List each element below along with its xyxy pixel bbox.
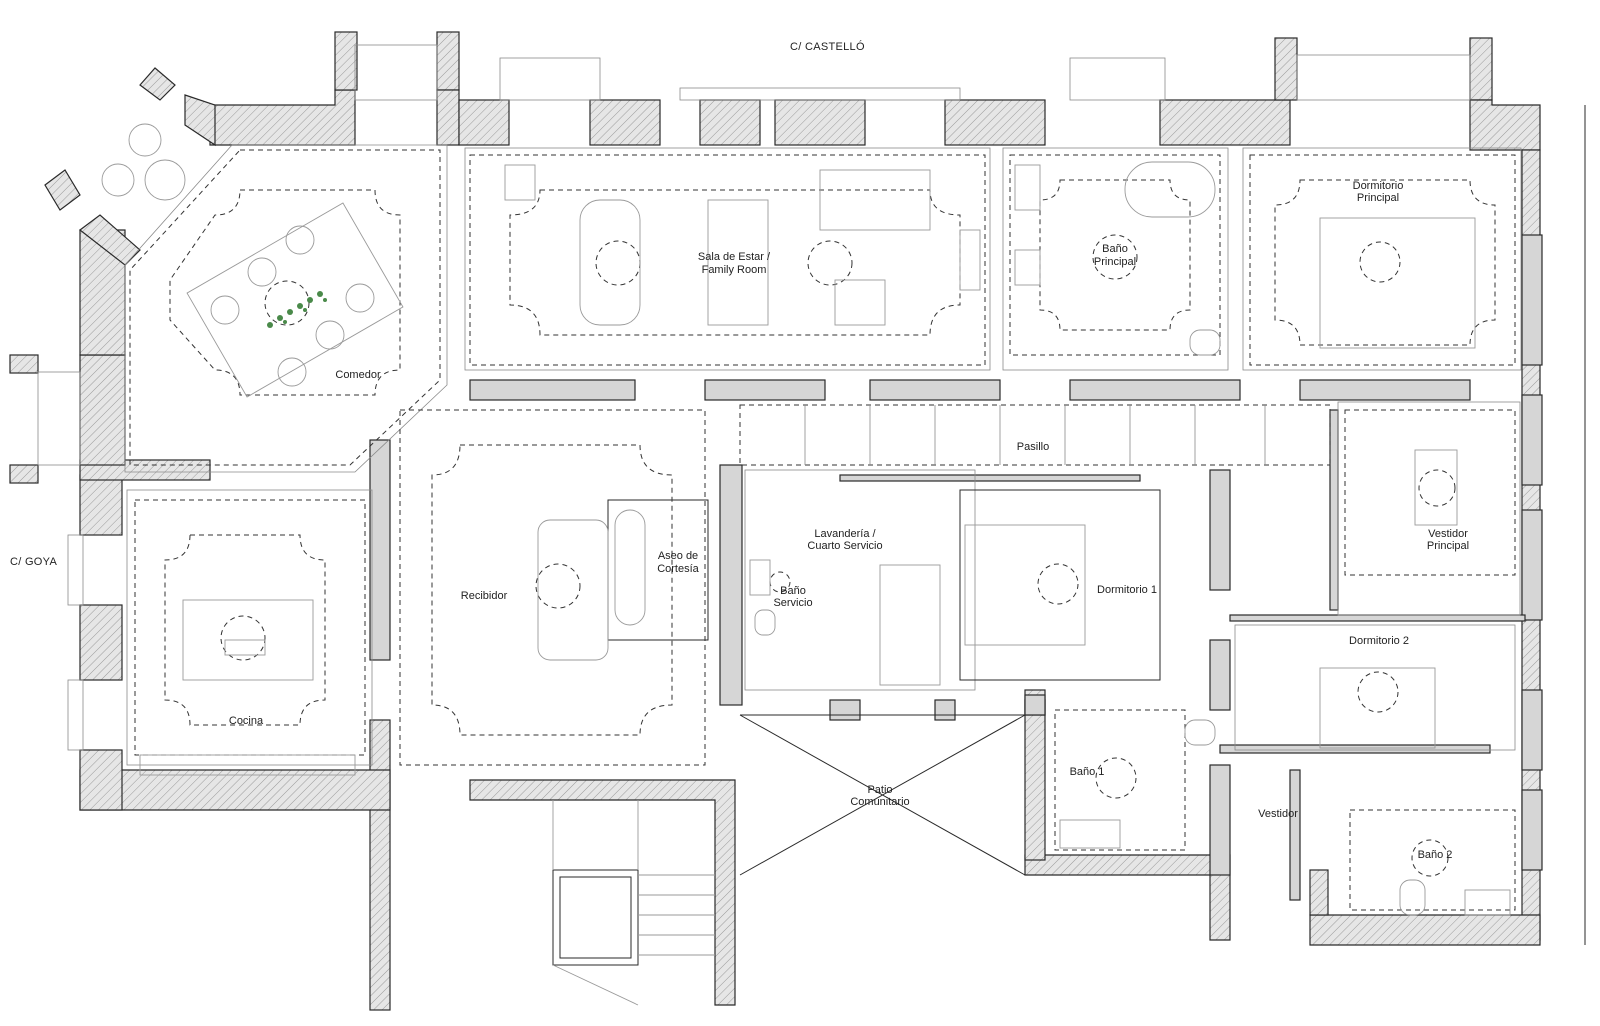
room-label-bano-1: Baño 1 <box>1070 766 1105 778</box>
room-label-bano-principal-1: Baño <box>1102 243 1128 255</box>
room-label-lavanderia-2: Cuarto Servicio <box>807 540 882 552</box>
room-label-recibidor: Recibidor <box>461 590 508 602</box>
room-outlines <box>124 144 1522 911</box>
room-label-dormitorio-1: Dormitorio 1 <box>1097 584 1157 596</box>
room-label-aseo-1: Aseo de <box>658 550 698 562</box>
room-label-patio-2: Comunitario <box>850 796 909 808</box>
furniture <box>37 44 1586 1006</box>
room-label-sala-2: Family Room <box>702 264 767 276</box>
ceiling-frames <box>164 179 1496 736</box>
labels: C/ CASTELLÓ C/ GOYA Comedor Sala de Esta… <box>10 40 1469 861</box>
room-label-patio-1: Patio <box>867 784 892 796</box>
ceiling-lights <box>220 234 1456 877</box>
room-label-vestidor-principal-1: Vestidor <box>1428 528 1468 540</box>
exterior-walls <box>9 31 1543 1011</box>
room-label-dormitorio-principal-1: Dormitorio <box>1353 180 1404 192</box>
interior-walls <box>369 379 1526 901</box>
room-label-bano-2: Baño 2 <box>1418 849 1453 861</box>
room-label-dormitorio-principal-2: Principal <box>1357 192 1399 204</box>
room-label-dormitorio-2: Dormitorio 2 <box>1349 635 1409 647</box>
plant-icon <box>267 291 327 328</box>
room-label-bano-servicio-2: Servicio <box>773 597 812 609</box>
room-label-cocina: Cocina <box>229 715 264 727</box>
room-label-vestidor-principal-2: Principal <box>1427 540 1469 552</box>
room-label-bano-servicio-1: Baño <box>780 585 806 597</box>
room-label-comedor: Comedor <box>335 369 381 381</box>
room-label-bano-principal-2: Principal <box>1094 256 1136 268</box>
room-label-pasillo: Pasillo <box>1017 441 1049 453</box>
room-label-vestidor: Vestidor <box>1258 808 1298 820</box>
street-label-goya: C/ GOYA <box>10 556 57 568</box>
room-label-sala-1: Sala de Estar / <box>698 251 771 263</box>
room-label-aseo-2: Cortesía <box>657 563 699 575</box>
room-label-lavanderia-1: Lavandería / <box>814 528 876 540</box>
street-label-castello: C/ CASTELLÓ <box>790 40 865 53</box>
